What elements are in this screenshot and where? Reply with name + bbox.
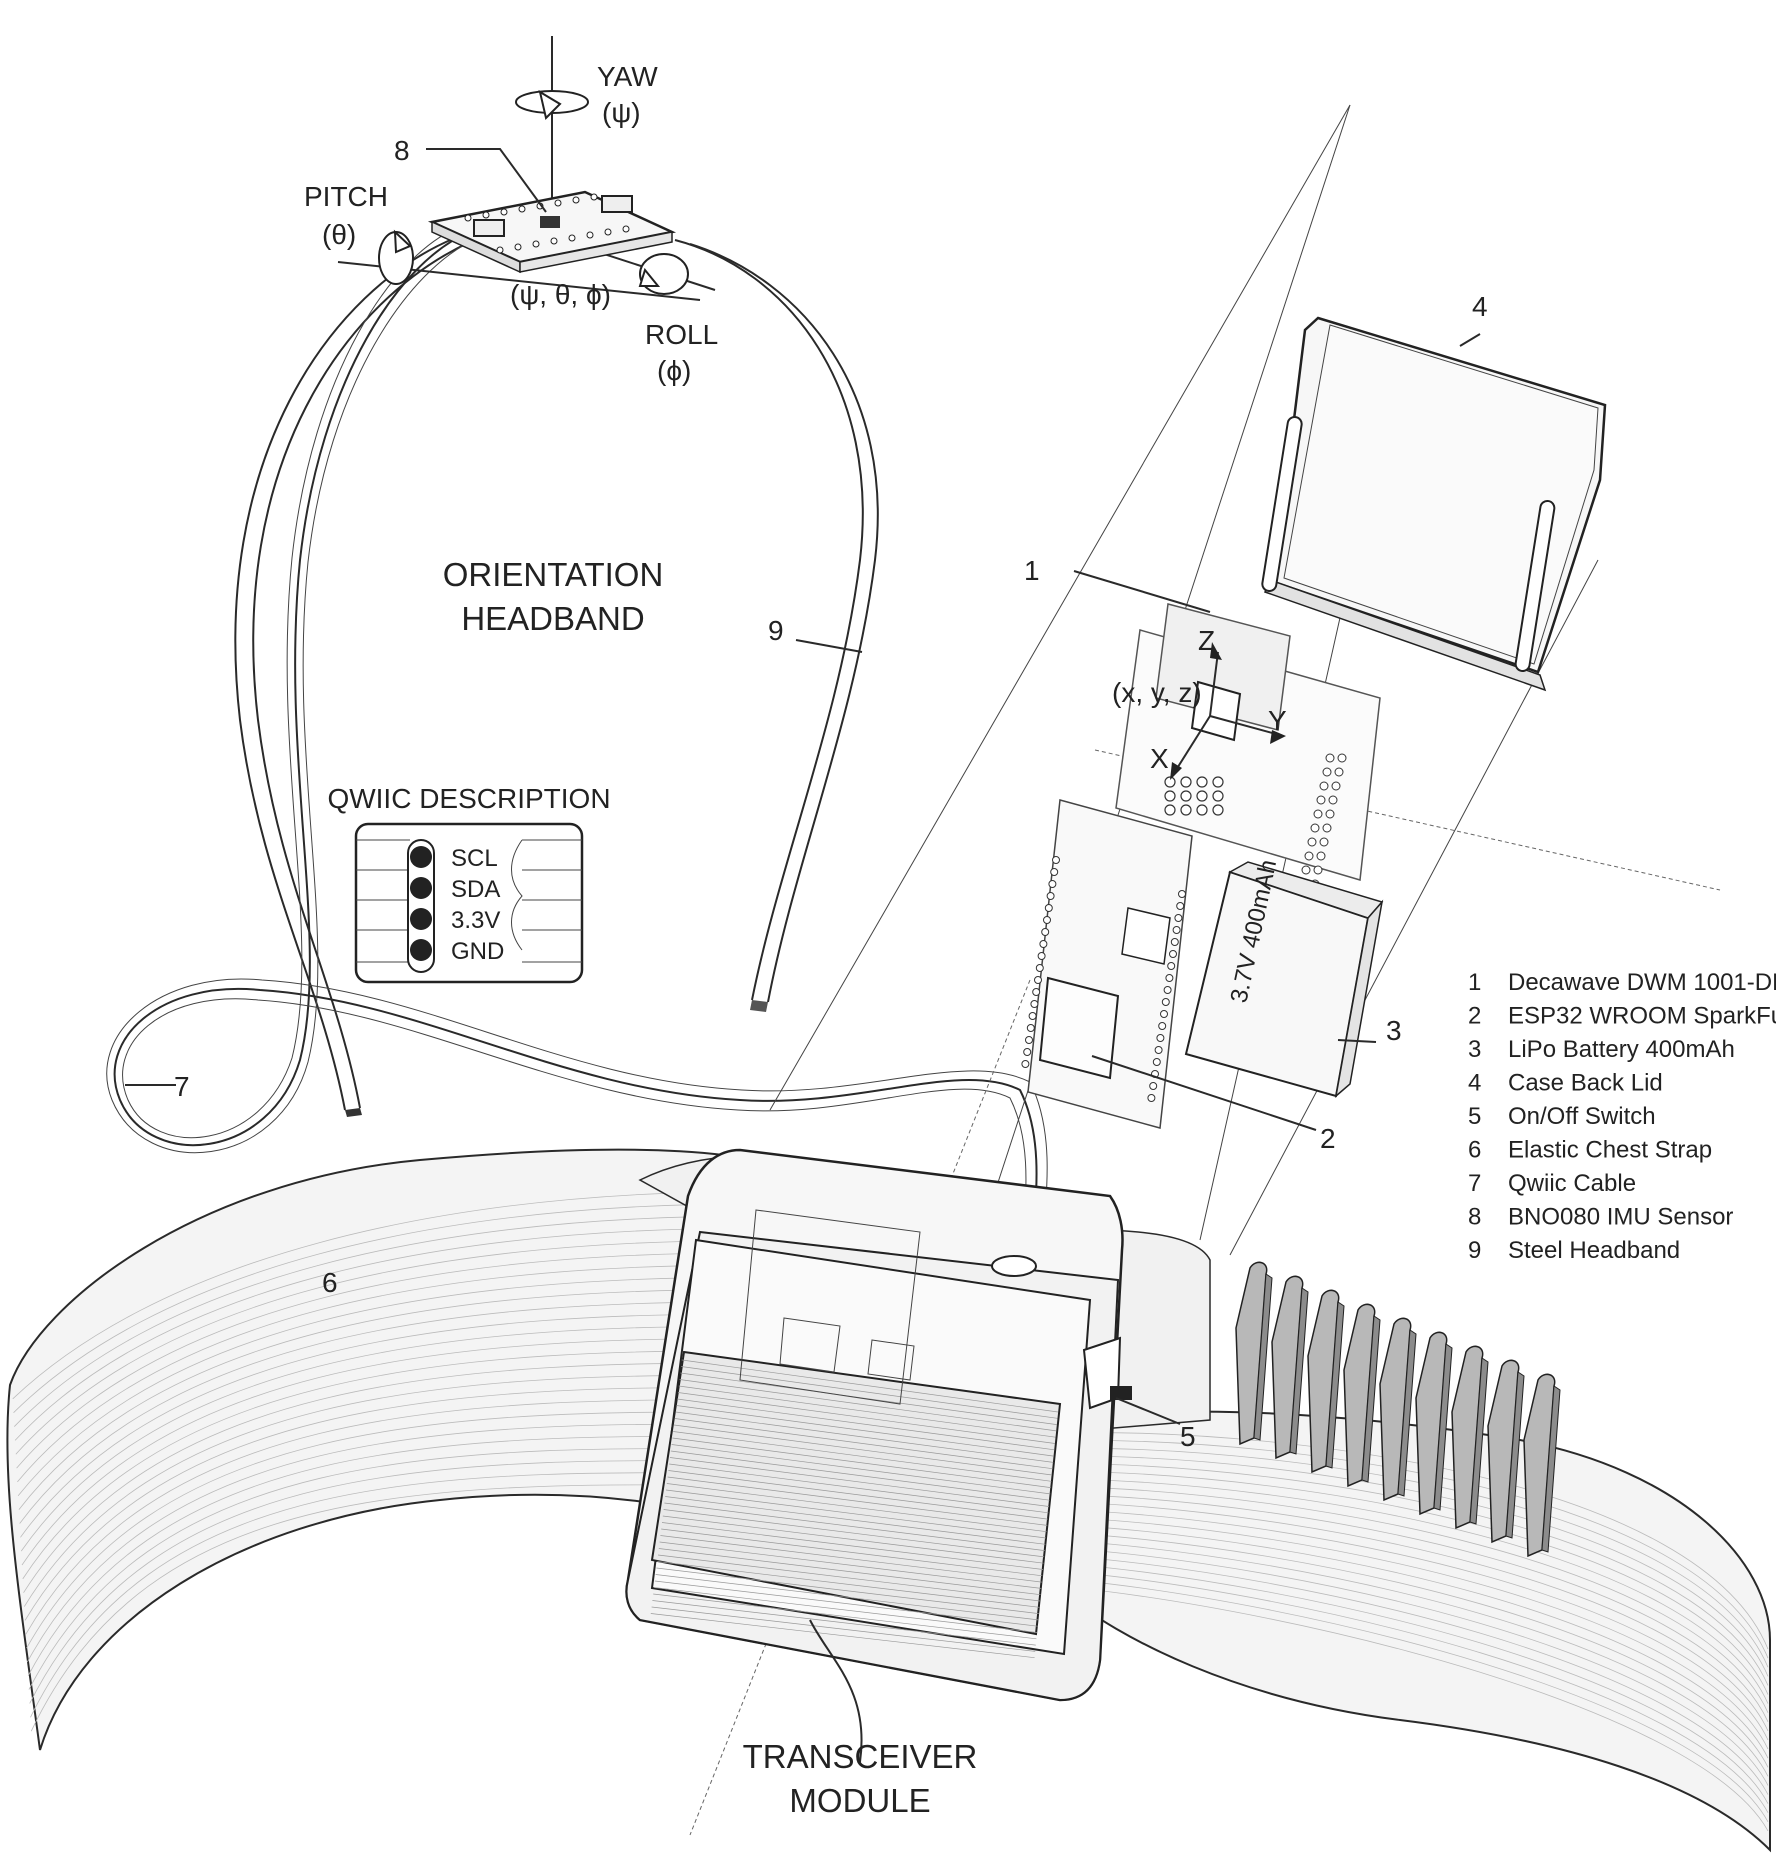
yaw-label: YAW <box>597 61 658 92</box>
callout-5: 5 <box>1180 1421 1196 1452</box>
legend-item: BNO080 IMU Sensor <box>1508 1204 1733 1231</box>
legend-item: LiPo Battery 400mAh <box>1508 1036 1735 1063</box>
esp32-board <box>1021 799 1193 1129</box>
roll-symbol: (ϕ) <box>657 355 691 386</box>
imu-sensor-board <box>337 36 716 301</box>
legend-number: 6 <box>1468 1137 1481 1164</box>
axis-z-label: Z <box>1198 625 1215 656</box>
lipo-battery: 3.7V 400mAh <box>1184 857 1384 1098</box>
pitch-label: PITCH <box>304 181 388 212</box>
legend-item: Elastic Chest Strap <box>1508 1137 1712 1164</box>
qwiic-pin-label: GND <box>451 938 504 965</box>
qwiic-cable <box>106 225 1048 1261</box>
legend-number: 4 <box>1468 1070 1481 1097</box>
qwiic-pin-label: 3.3V <box>451 907 500 934</box>
transceiver-module <box>625 1148 1132 1702</box>
legend-number: 9 <box>1468 1237 1481 1264</box>
switch-lever <box>1110 1386 1132 1400</box>
yaw-rotation-arrow-icon <box>515 89 589 120</box>
yaw-symbol: (ψ) <box>602 97 641 128</box>
roll-label: ROLL <box>645 319 718 350</box>
legend-item: Decawave DWM 1001-DEV <box>1508 969 1776 996</box>
legend-item: Qwiic Cable <box>1508 1170 1636 1197</box>
case-back-lid <box>1261 316 1607 692</box>
qwiic-pin-label: SDA <box>451 876 500 903</box>
legend-item: Case Back Lid <box>1508 1070 1663 1097</box>
legend-number: 8 <box>1468 1204 1481 1231</box>
strap-folds <box>1235 1261 1561 1558</box>
callout-9: 9 <box>768 615 784 646</box>
qwiic-connector <box>473 219 505 237</box>
callout-2: 2 <box>1320 1123 1336 1154</box>
legend-number: 1 <box>1468 969 1481 996</box>
legend-number: 2 <box>1468 1003 1481 1030</box>
pin-scl-dot <box>410 846 432 868</box>
callout-8: 8 <box>394 135 410 166</box>
roll-rotation-arrow-icon <box>638 253 689 295</box>
cable-slot <box>991 1255 1037 1277</box>
text-labels: YAW (ψ) PITCH (θ) ROLL (ϕ) (ψ, θ, ϕ) ORI… <box>174 61 1488 1819</box>
steel-headband <box>234 237 879 1117</box>
callout-1: 1 <box>1024 555 1040 586</box>
imu-chip <box>540 216 560 228</box>
qwiic-description: SCL SDA 3.3V GND QWIIC DESCRIPTION <box>327 783 611 984</box>
qwiic-pin-label: SCL <box>451 845 498 872</box>
transceiver-title-line1: TRANSCEIVER <box>743 1738 978 1775</box>
legend-item: ESP32 WROOM SparkFun <box>1508 1003 1776 1030</box>
pin-sda-dot <box>410 877 432 899</box>
axis-x-label: X <box>1150 743 1169 774</box>
legend-item: On/Off Switch <box>1508 1103 1656 1130</box>
pitch-symbol: (θ) <box>322 219 356 250</box>
legend-number: 3 <box>1468 1036 1481 1063</box>
axis-y-label: Y <box>1268 705 1287 736</box>
callout-7: 7 <box>174 1071 190 1102</box>
coordinate-frame: Z Y X (x, y, z) <box>1112 625 1287 780</box>
pitch-rotation-arrow-icon <box>378 229 414 285</box>
callout-4: 4 <box>1472 291 1488 322</box>
legend-item: Steel Headband <box>1508 1237 1680 1264</box>
legend-number: 7 <box>1468 1170 1481 1197</box>
pin-3v3-dot <box>410 908 432 930</box>
headband-title-line1: ORIENTATION <box>443 556 664 593</box>
qwiic-title: QWIIC DESCRIPTION <box>327 783 610 814</box>
parts-legend: 1 Decawave DWM 1001-DEV 2 ESP32 WROOM Spark… <box>1468 969 1776 1264</box>
callout-3: 3 <box>1386 1015 1402 1046</box>
position-tuple-label: (x, y, z) <box>1112 677 1202 708</box>
leader-lines <box>125 148 1481 1763</box>
orientation-tuple-label: (ψ, θ, ϕ) <box>510 279 611 310</box>
headband-title-line2: HEADBAND <box>461 600 644 637</box>
callout-6: 6 <box>322 1267 338 1298</box>
transceiver-title-line2: MODULE <box>789 1782 930 1819</box>
legend-number: 5 <box>1468 1103 1481 1130</box>
pin-gnd-dot <box>410 939 432 961</box>
